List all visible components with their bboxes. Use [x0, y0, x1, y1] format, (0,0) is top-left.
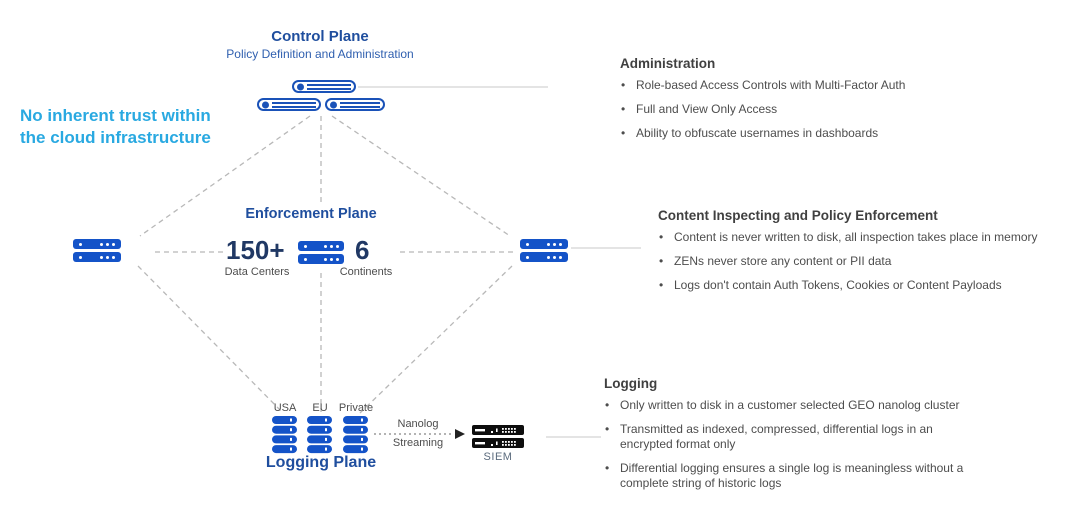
control-plane-title: Control Plane — [271, 28, 369, 45]
database-icon-eu — [307, 416, 332, 454]
logging-plane-title: Logging Plane — [265, 454, 377, 471]
no-trust-statement: No inherent trust within the cloud infra… — [20, 106, 211, 148]
server-rack-icon-left — [73, 239, 121, 265]
section-logging: Logging Only written to disk in a custom… — [604, 376, 979, 500]
stat-continents-label: Continents — [339, 266, 393, 278]
stat-datacenters-label: Data Centers — [224, 266, 290, 278]
section-heading: Logging — [604, 376, 658, 391]
server-rack-icon-center — [298, 241, 344, 267]
database-icon-private — [343, 416, 368, 454]
arrow-head-icon — [455, 429, 465, 439]
bullet-item: Ability to obfuscate usernames in dashbo… — [620, 126, 950, 141]
bullet-item: Full and View Only Access — [620, 102, 950, 117]
bullet-item: Logs don't contain Auth Tokens, Cookies … — [658, 278, 1078, 293]
stream-label-line1: Nanolog — [397, 418, 439, 430]
bullet-item: ZENs never store any content or PII data — [658, 254, 1078, 269]
db-label-eu: EU — [312, 402, 328, 414]
db-label-usa: USA — [273, 402, 297, 414]
section-heading: Administration — [620, 56, 716, 71]
siem-server-icon — [472, 425, 524, 448]
bullet-list: Only written to disk in a customer selec… — [604, 398, 979, 491]
bullet-item: Transmitted as indexed, compressed, diff… — [604, 422, 972, 452]
stat-datacenters-value: 150+ — [226, 235, 285, 265]
bullet-item: Content is never written to disk, all in… — [658, 230, 1078, 245]
enforcement-plane-title: Enforcement Plane — [245, 206, 377, 222]
section-administration: Administration Role-based Access Control… — [620, 56, 950, 150]
bullet-list: Content is never written to disk, all in… — [658, 230, 1078, 293]
stream-label-line2: Streaming — [392, 437, 444, 449]
stat-continents-value: 6 — [355, 235, 370, 265]
siem-label: SIEM — [483, 451, 513, 463]
section-heading: Content Inspecting and Policy Enforcemen… — [658, 208, 938, 223]
bullet-list: Role-based Access Controls with Multi-Fa… — [620, 78, 950, 141]
database-icon-usa — [272, 416, 297, 454]
server-rack-icon-right — [520, 239, 568, 265]
bullet-item: Differential logging ensures a single lo… — [604, 461, 979, 491]
bullet-item: Role-based Access Controls with Multi-Fa… — [620, 78, 950, 93]
section-content-inspecting: Content Inspecting and Policy Enforcemen… — [658, 208, 1078, 302]
control-plane-subtitle: Policy Definition and Administration — [226, 47, 414, 61]
bullet-item: Only written to disk in a customer selec… — [604, 398, 979, 413]
db-label-private: Private — [338, 402, 374, 414]
